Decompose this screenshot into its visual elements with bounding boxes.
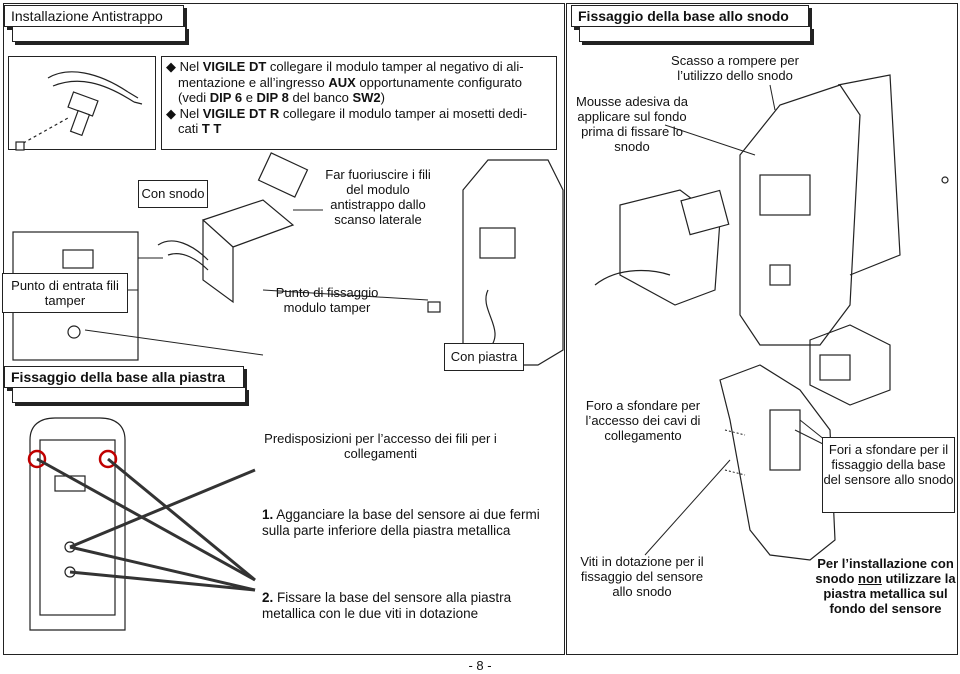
left-panel-frame: [3, 3, 565, 655]
label-mousse: Mousse adesiva da applicare sul fondo pr…: [575, 94, 688, 154]
label-viti: Viti in dotazione per il fissaggio del s…: [580, 554, 704, 599]
section-header-plate-base: Fissaggio della base alla piastra: [4, 366, 244, 388]
header-bar: [12, 26, 186, 42]
header-bar: [579, 26, 811, 42]
label-scasso: Scasso a rompere per l’utilizzo dello sn…: [671, 53, 799, 83]
warning-no-plate: Per l’installazione con snodo non utiliz…: [815, 556, 956, 616]
label-fori: Fori a sfondare per il fissaggio della b…: [822, 437, 955, 513]
instruction-line: mentazione e all’ingresso AUX opportunam…: [178, 74, 522, 90]
header-bar: [12, 387, 246, 403]
label-punto-entrata: Punto di entrata fili tamper: [2, 273, 128, 313]
page-number: - 8 -: [468, 658, 492, 673]
label-con-snodo: Con snodo: [138, 180, 208, 208]
label-predisposizioni: Predisposizioni per l’accesso dei fili p…: [264, 431, 497, 461]
instruction-line: cati T T: [178, 121, 222, 136]
sensor-snodo-exploded-drawing: [644, 324, 891, 561]
section-header-anti-tamper: Installazione Antistrappo: [4, 5, 184, 27]
instructions-box: [161, 56, 557, 150]
snodo-assembly-drawing: [594, 74, 949, 346]
section-header-snodo-base: Fissaggio della base allo snodo: [571, 5, 809, 27]
tamper-module-drawing: [15, 71, 143, 151]
label-far-fuoriuscire: Far fuoriuscire i fili del modulo antist…: [325, 167, 431, 227]
step-1: 1. Agganciare la base del sensore ai due…: [262, 507, 540, 538]
instruction-line: ◆ Nel VIGILE DT collegare il modulo tamp…: [166, 59, 524, 74]
instruction-line: ◆ Nel VIGILE DT R collegare il modulo ta…: [166, 105, 528, 121]
label-foro: Foro a sfondare per l’accesso dei cavi d…: [585, 398, 701, 443]
wiring-diagram-drawing: [12, 152, 564, 366]
right-panel-frame: [566, 3, 958, 655]
step-2: 2. Fissare la base del sensore alla pias…: [262, 590, 512, 621]
instructions-text: ◆ Nel VIGILE DT collegare il modulo tamp…: [166, 59, 556, 137]
plate-base-drawing: [27, 417, 256, 631]
label-punto-fissaggio: Punto di fissaggio modulo tamper: [275, 285, 379, 315]
label-con-piastra: Con piastra: [444, 343, 524, 371]
instruction-line: (vedi DIP 6 e DIP 8 del banco SW2): [178, 90, 385, 105]
